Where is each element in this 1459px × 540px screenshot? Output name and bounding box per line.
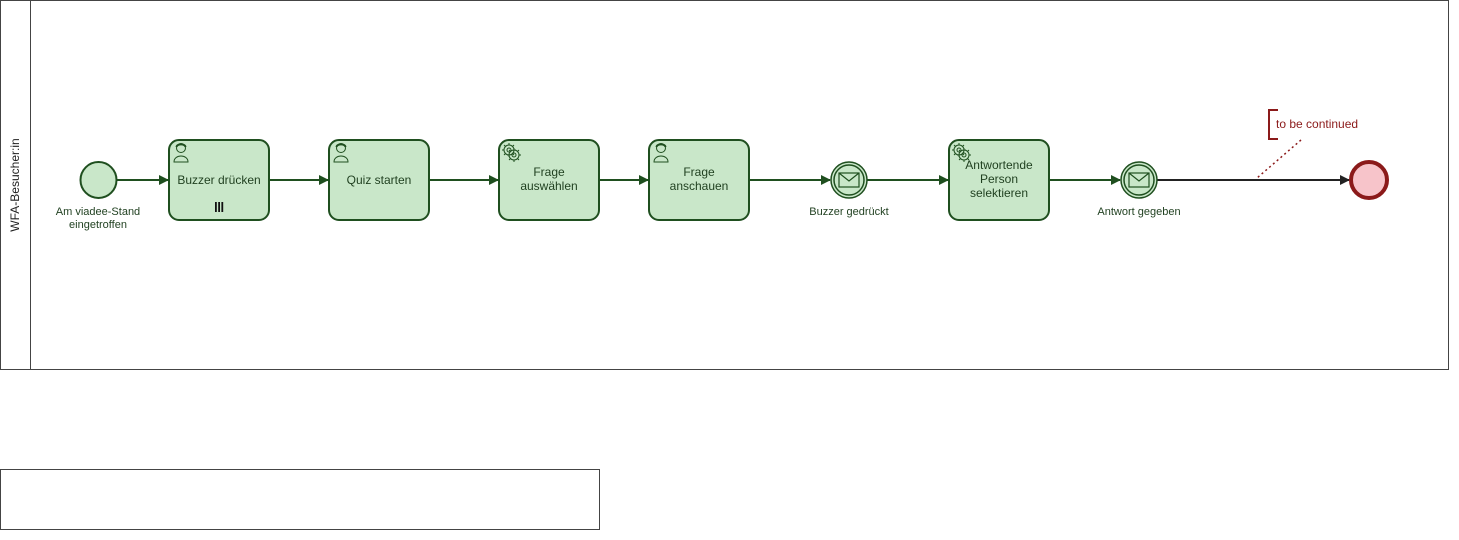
event-label: Antwort gegeben bbox=[1097, 206, 1180, 218]
text-annotation[interactable]: to be continued bbox=[1268, 109, 1358, 140]
task-frage-auswaehlen[interactable]: Frage auswählen bbox=[498, 139, 600, 221]
end-event[interactable] bbox=[1349, 160, 1389, 200]
empty-pool[interactable] bbox=[0, 469, 600, 530]
event-label: Buzzer gedrückt bbox=[809, 206, 888, 218]
task-label: selektieren bbox=[970, 186, 1028, 200]
message-catch-event-buzzer[interactable] bbox=[830, 161, 868, 199]
start-event-label: Am viadee-Stand bbox=[56, 206, 140, 218]
task-label: Person bbox=[980, 172, 1018, 186]
task-label: Frage bbox=[683, 165, 715, 179]
message-catch-event-antwort[interactable] bbox=[1120, 161, 1158, 199]
start-event[interactable] bbox=[79, 161, 118, 199]
start-event-label: eingetroffen bbox=[69, 219, 127, 231]
task-buzzer-druecken[interactable]: Buzzer drücken bbox=[168, 139, 270, 221]
user-icon bbox=[173, 143, 189, 163]
task-label: Buzzer drücken bbox=[177, 173, 260, 187]
task-antwortende-person-selektieren[interactable]: Antwortende Person selektieren bbox=[948, 139, 1050, 221]
envelope-icon bbox=[1128, 172, 1150, 188]
gear-icon bbox=[502, 143, 521, 162]
task-quiz-starten[interactable]: Quiz starten bbox=[328, 139, 430, 221]
gear-icon bbox=[952, 143, 971, 162]
task-frage-anschauen[interactable]: Frage anschauen bbox=[648, 139, 750, 221]
user-icon bbox=[333, 143, 349, 163]
task-label: auswählen bbox=[520, 179, 577, 193]
task-label: anschauen bbox=[670, 179, 729, 193]
task-label: Quiz starten bbox=[347, 173, 412, 187]
annotation-text: to be continued bbox=[1276, 117, 1358, 131]
task-label: Antwortende bbox=[965, 158, 1033, 172]
parallel-multi-instance-marker-icon bbox=[215, 202, 224, 212]
task-label: Frage bbox=[533, 165, 565, 179]
envelope-icon bbox=[838, 172, 860, 188]
pool-label: WFA-Besucher:in bbox=[8, 138, 22, 231]
user-icon bbox=[653, 143, 669, 163]
